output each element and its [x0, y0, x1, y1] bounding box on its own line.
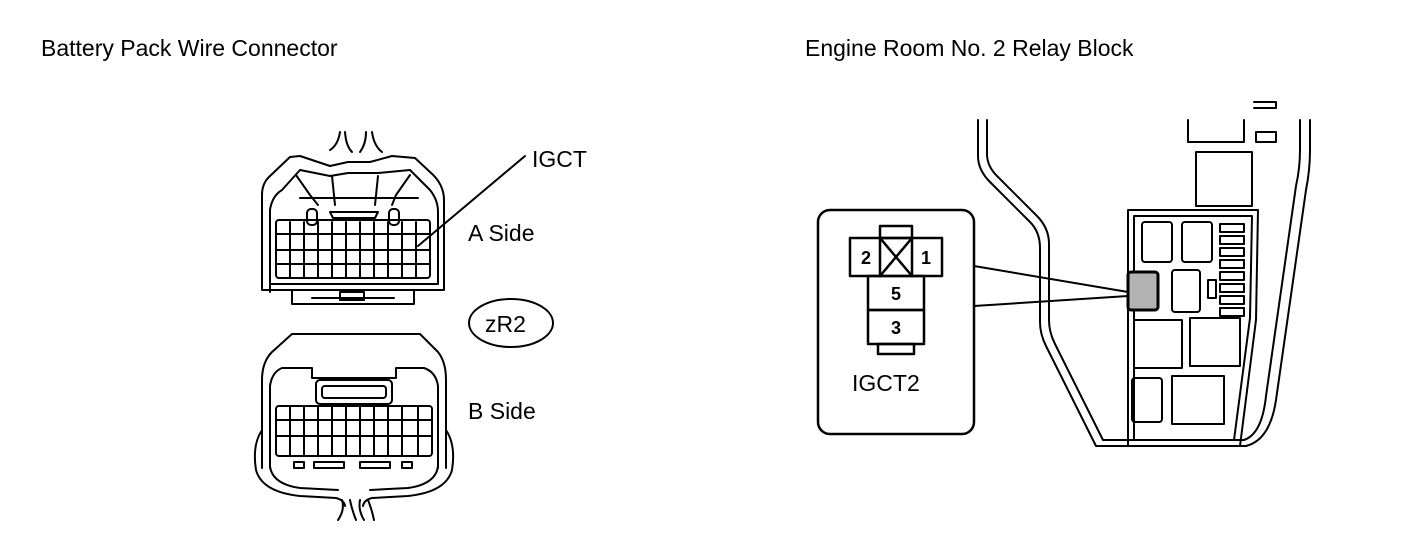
callout-leader-top — [973, 265, 1129, 293]
connector-a-side — [261, 131, 445, 305]
b-side-label: B Side — [468, 398, 536, 424]
igct-terminal-label: IGCT — [532, 146, 587, 172]
callout-leader-bottom — [973, 295, 1129, 307]
connector-b-side — [253, 333, 455, 521]
pin-3-label: 3 — [891, 318, 901, 338]
pin-2-label: 2 — [861, 248, 871, 268]
igct2-relay-socket — [848, 224, 944, 356]
connector-code-label: zR2 — [485, 311, 526, 337]
relay-name-label: IGCT2 — [852, 370, 920, 396]
igct2-callout-box — [816, 208, 976, 436]
zr2-code-ellipse — [468, 298, 554, 348]
igct-leader-line — [417, 155, 526, 247]
pin-1-label: 1 — [921, 248, 931, 268]
relay-block-outline — [977, 101, 1311, 447]
pin-5-label: 5 — [891, 284, 901, 304]
left-diagram-title: Battery Pack Wire Connector — [41, 35, 338, 61]
right-diagram-title: Engine Room No. 2 Relay Block — [805, 35, 1134, 61]
a-side-label: A Side — [468, 220, 535, 246]
